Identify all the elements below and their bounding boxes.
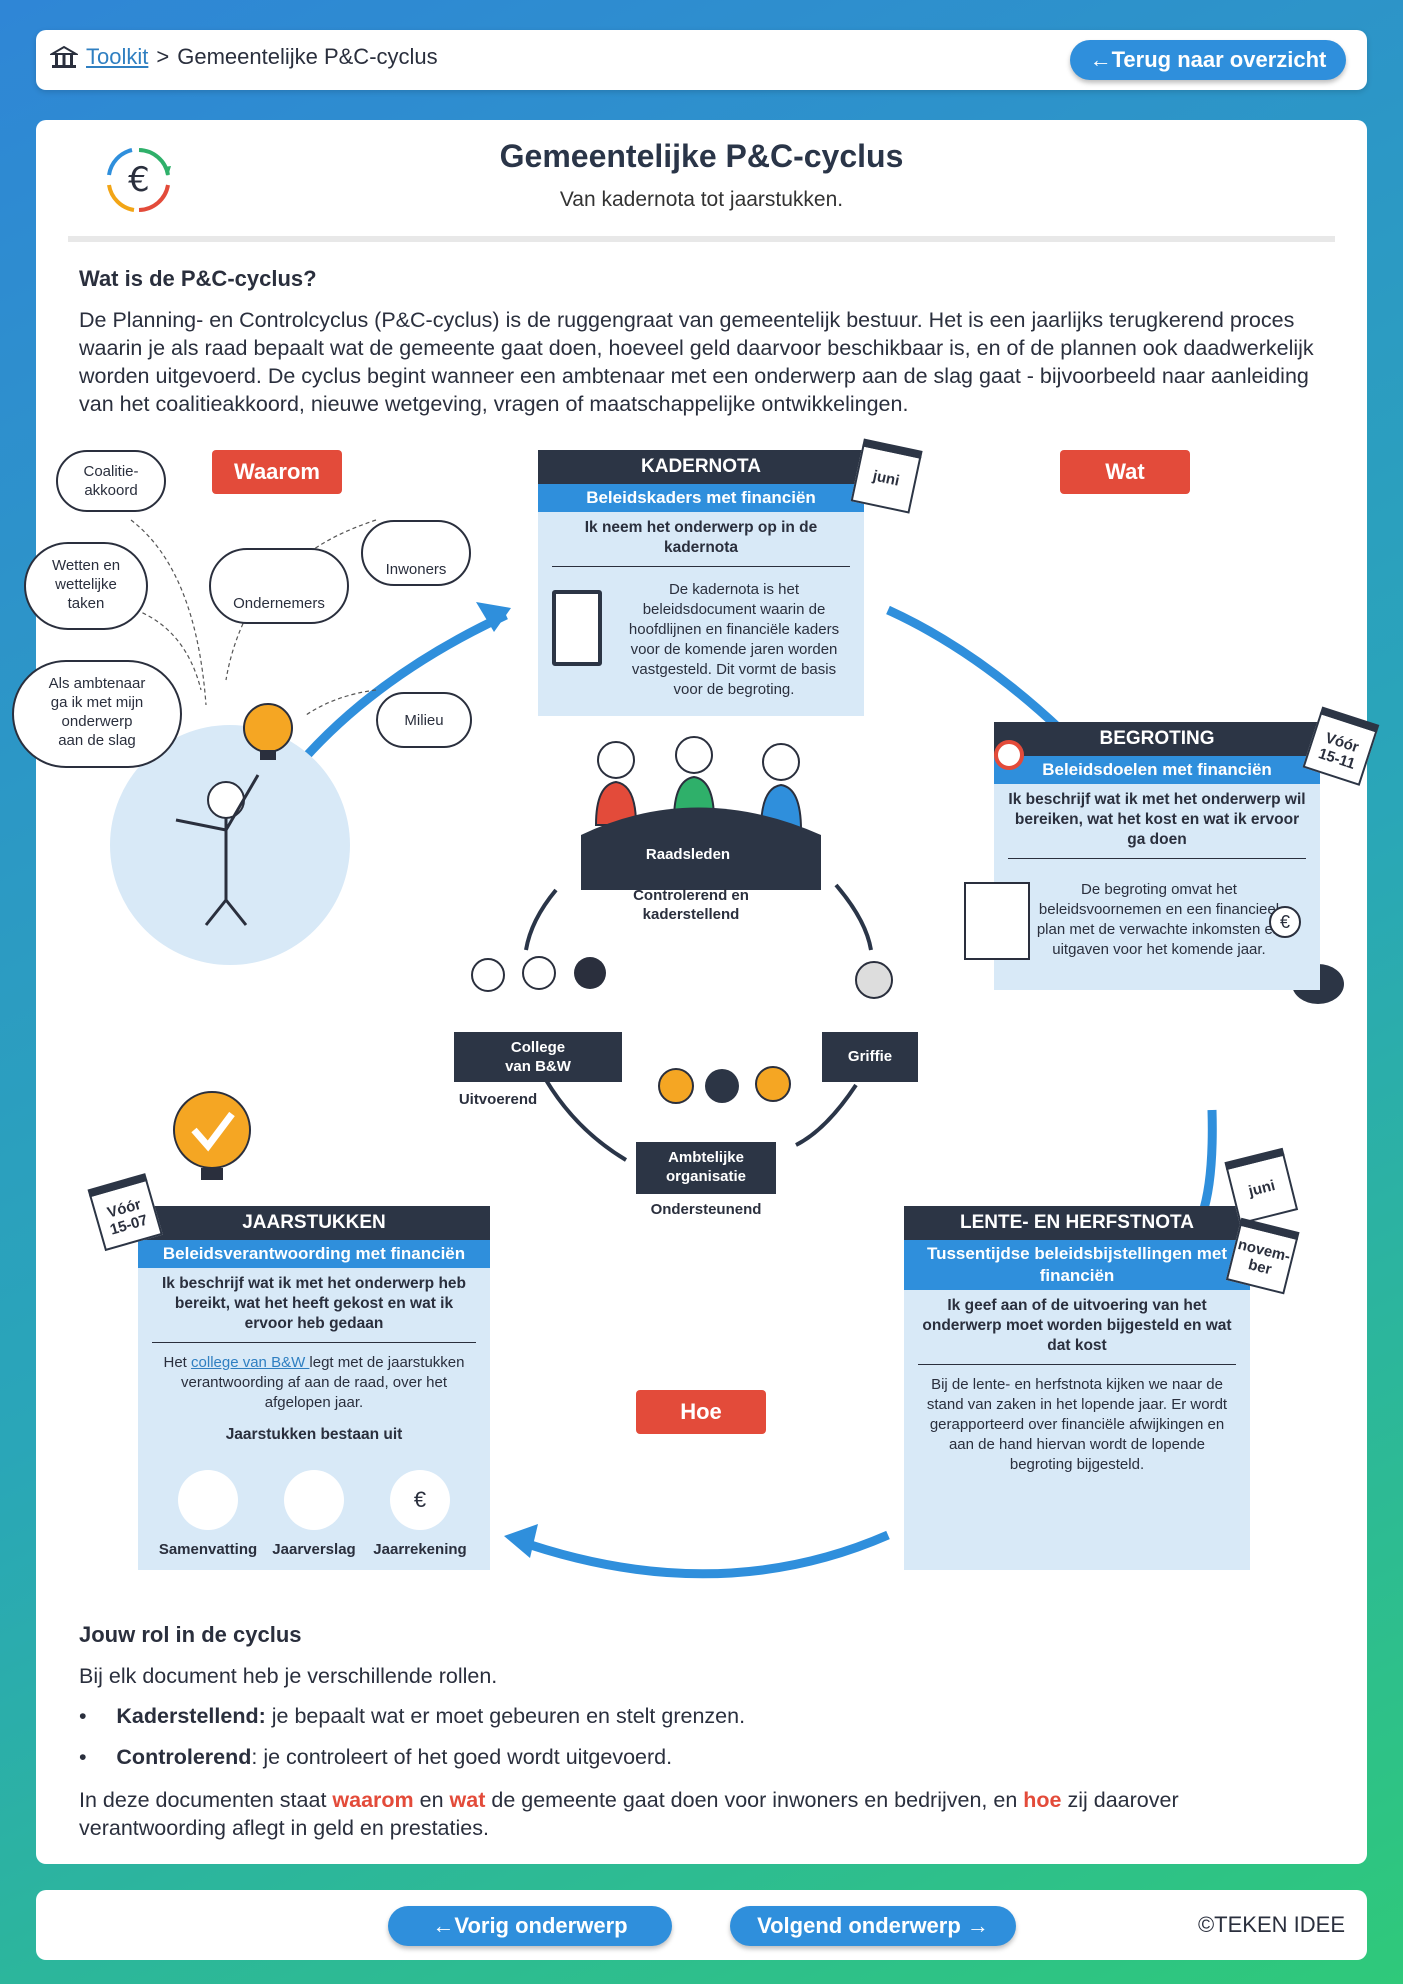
lente-subtitle: Tussentijdse beleidsbijstellingen met fi… [904, 1240, 1250, 1290]
back-to-overview-button[interactable]: ←Terug naar overzicht [1070, 40, 1346, 80]
jaarstukken-title: JAARSTUKKEN [138, 1206, 490, 1240]
role-item-controlerend: • Controlerend: je controleert of het go… [79, 1745, 673, 1769]
kadernota-title: KADERNOTA [538, 450, 864, 484]
begroting-statement: Ik beschrijf wat ik met het onderwerp wi… [1008, 791, 1306, 848]
cloud-milieu: Milieu [376, 692, 472, 748]
magnifier-doc-icon [178, 1470, 238, 1530]
jaarstukken-subtitle: Beleidsverantwoording met financiën [138, 1240, 490, 1268]
ambtelijk-role: Ondersteunend [650, 1201, 762, 1218]
kadernota-box: KADERNOTA Beleidskaders met financiën Ik… [538, 450, 864, 716]
calculator-icon [964, 882, 1030, 960]
divider [552, 566, 850, 567]
jaarstukken-text: Het college van B&W legt met de jaarstuk… [163, 1354, 465, 1411]
euro-coin-icon: € [1269, 906, 1301, 938]
jaarstukken-box: JAARSTUKKEN Beleidsverantwoording met fi… [138, 1206, 490, 1570]
kadernota-statement: Ik neem het onderwerp op in de kadernota [584, 519, 818, 556]
breadcrumb-current: Gemeentelijke P&C-cyclus [177, 44, 438, 69]
breadcrumb-separator: > [156, 44, 170, 69]
college-role: Uitvoerend [458, 1091, 538, 1108]
bottom-bar: ←Vorig onderwerp Volgend onderwerp → ©TE… [36, 1890, 1367, 1960]
intro-heading: Wat is de P&C-cyclus? [79, 266, 317, 291]
item-samenvatting: Samenvatting [158, 1541, 258, 1558]
calendar-juni-icon: juni [850, 444, 922, 514]
item-jaarverslag: Jaarverslag [272, 1541, 356, 1558]
begroting-text: De begroting omvat het beleidsvoornemen … [1036, 881, 1282, 958]
svg-text:€: € [128, 160, 150, 200]
role-closing: In deze documenten staat waarom en wat d… [79, 1788, 1179, 1840]
cloud-coalitieakkoord: Coalitie- akkoord [56, 450, 166, 512]
role-heading: Jouw rol in de cyclus [79, 1622, 302, 1647]
divider [68, 236, 1335, 242]
label-hoe: Hoe [636, 1390, 766, 1434]
top-bar: Toolkit > Gemeentelijke P&C-cyclus ←Teru… [36, 30, 1367, 90]
begroting-box: BEGROTING Beleidsdoelen met financiën Ik… [964, 722, 1320, 990]
divider [1008, 858, 1306, 859]
target-icon [994, 740, 1024, 770]
euro-doc-icon: € [390, 1470, 450, 1530]
clipboard-icon [552, 590, 602, 666]
lente-statement: Ik geef aan of de uitvoering van het ond… [922, 1297, 1232, 1354]
item-jaarrekening: Jaarrekening [373, 1541, 467, 1558]
jaarstukken-consists-label: Jaarstukken bestaan uit [225, 1426, 403, 1443]
divider [152, 1342, 476, 1343]
label-wat: Wat [1060, 450, 1190, 494]
divider [918, 1364, 1236, 1365]
griffie-podium: Griffie [822, 1032, 918, 1082]
college-podium: College van B&W [454, 1032, 622, 1082]
page-title: Gemeentelijke P&C-cyclus [499, 138, 904, 174]
begroting-title: BEGROTING [994, 722, 1320, 756]
home-icon [50, 45, 78, 68]
label-waarom: Waarom [212, 450, 342, 494]
cloud-ondernemers: Ondernemers [209, 548, 349, 624]
college-link[interactable]: college van B&W [191, 1354, 310, 1371]
begroting-subtitle: Beleidsdoelen met financiën [994, 756, 1320, 784]
page-subtitle: Van kadernota tot jaarstukken. [559, 188, 844, 211]
raad-role: Controlerend en kaderstellend [633, 887, 749, 923]
euro-cycle-icon: € [107, 148, 171, 212]
cloud-inwoners: Inwoners [361, 520, 471, 586]
speech-bubble-ambtenaar: Als ambtenaar ga ik met mijn onderwerp a… [12, 660, 182, 768]
copyright: ©TEKEN IDEE [1197, 1912, 1345, 1937]
prev-topic-button[interactable]: ←Vorig onderwerp [388, 1906, 672, 1946]
role-intro: Bij elk document heb je verschillende ro… [79, 1664, 498, 1688]
jaarstukken-statement: Ik beschrijf wat ik met het onderwerp he… [161, 1275, 467, 1332]
kadernota-text: De kadernota is het beleidsdocument waar… [628, 581, 840, 698]
raadsleden-label: Raadsleden [645, 846, 731, 863]
cycle-arrows [110, 519, 1344, 1579]
intro-text: De Planning- en Controlcyclus (P&C-cyclu… [79, 308, 1314, 416]
lente-text: Bij de lente- en herfstnota kijken we na… [926, 1376, 1228, 1473]
role-item-kaderstellend: • Kaderstellend: je bepaalt wat er moet … [79, 1704, 746, 1728]
lente-herfstnota-box: LENTE- EN HERFSTNOTA Tussentijdse beleid… [904, 1206, 1250, 1570]
lente-title: LENTE- EN HERFSTNOTA [904, 1206, 1250, 1240]
kadernota-subtitle: Beleidskaders met financiën [538, 484, 864, 512]
next-topic-button[interactable]: Volgend onderwerp → [730, 1906, 1016, 1946]
breadcrumb: Toolkit > Gemeentelijke P&C-cyclus [50, 44, 438, 70]
ambtelijk-podium: Ambtelijke organisatie [636, 1142, 776, 1194]
breadcrumb-toolkit-link[interactable]: Toolkit [86, 44, 149, 69]
cloud-wetten: Wetten en wettelijke taken [24, 542, 148, 630]
chart-doc-icon [284, 1470, 344, 1530]
main-card: € Gemeentelijke P&C-cyclus Van kadernota… [12, 120, 1378, 1864]
